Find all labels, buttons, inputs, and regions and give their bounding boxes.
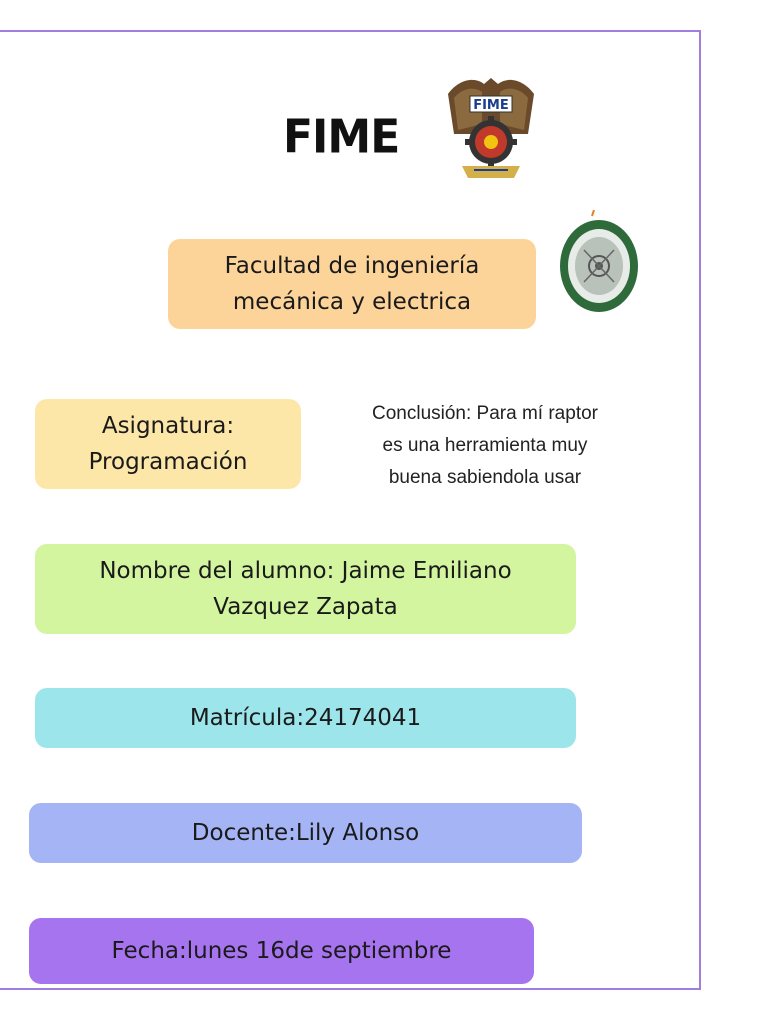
faculty-name-text: Facultad de ingeniería mecánica y electr…	[224, 253, 480, 315]
student-name-box: Nombre del alumno: Jaime Emiliano Vazque…	[35, 544, 576, 634]
crest-text: FIME	[473, 98, 509, 113]
fime-crest-logo: FIME	[448, 78, 534, 178]
subject-box: Asignatura: Programación	[35, 399, 301, 489]
date-text: Fecha:lunes 16de septiembre	[111, 938, 452, 964]
teacher-box: Docente:Lily Alonso	[29, 803, 582, 863]
conclusion-text: Conclusión: Para mí raptor es una herram…	[372, 403, 598, 488]
document-page: FIME FIME Facultad de ingeniería mec	[0, 30, 701, 990]
faculty-seal-logo	[560, 210, 638, 312]
date-box: Fecha:lunes 16de septiembre	[29, 918, 534, 984]
teacher-text: Docente:Lily Alonso	[191, 820, 420, 846]
enrollment-text: Matrícula:24174041	[189, 705, 422, 731]
subject-text: Asignatura: Programación	[88, 413, 248, 475]
page-title: FIME	[283, 110, 400, 165]
enrollment-box: Matrícula:24174041	[35, 688, 576, 748]
faculty-name-box: Facultad de ingeniería mecánica y electr…	[168, 239, 536, 329]
student-name-text: Nombre del alumno: Jaime Emiliano Vazque…	[99, 558, 512, 620]
